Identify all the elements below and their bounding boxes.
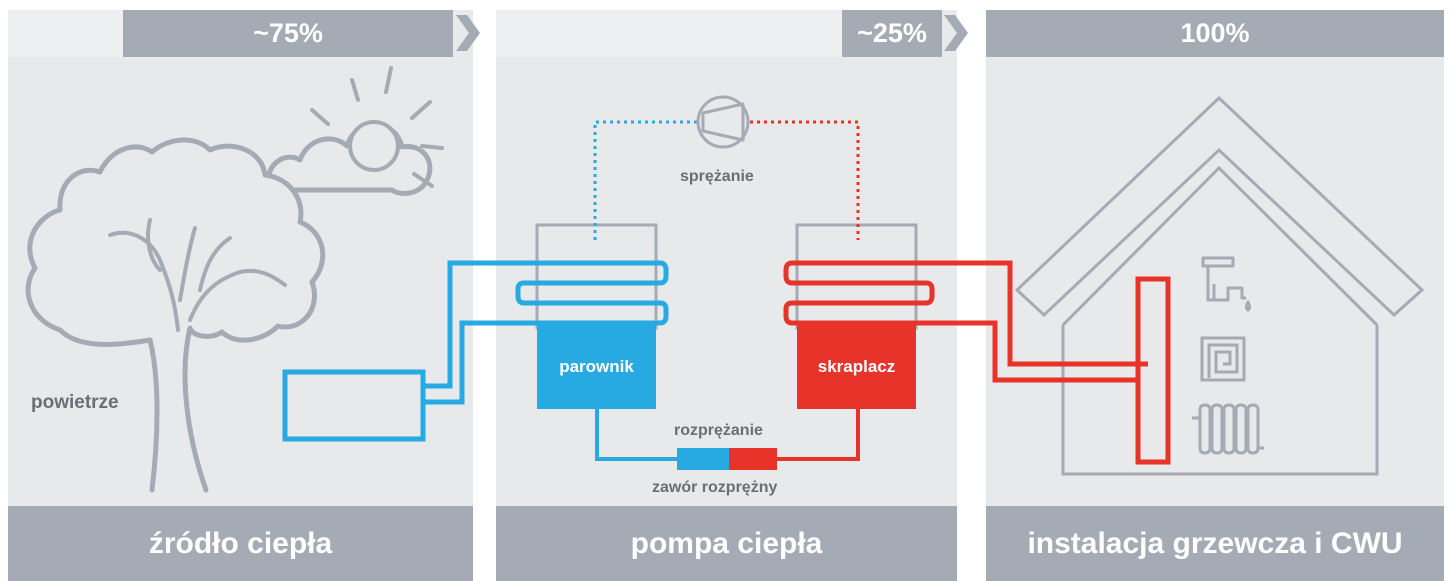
expansion-label: rozprężanie [674,422,763,439]
outdoor-unit-box [282,369,426,442]
house-heating-riser [1135,276,1171,465]
condenser-box [797,325,916,409]
compressor-icon [696,95,750,149]
air-label: powietrze [31,392,119,413]
output-percent: 100% [1180,18,1250,48]
cloud-icon [265,122,433,196]
source-header-bar [123,10,453,57]
expansion-valve-label: zawór rozprężny [652,479,778,496]
chevron-right-icon [456,15,480,51]
compression-label: sprężanie [680,168,754,185]
pump-header-light [496,10,842,57]
source-percent: ~75% [253,18,323,48]
pump-footer: pompa ciepła [496,506,957,581]
installation-header-bar [986,10,1444,57]
evaporator-box [537,325,656,409]
source-footer: źródło ciepła [8,506,473,581]
faucet-icon [1201,256,1251,312]
pump-header-bar [842,10,942,57]
pump-percent: ~25% [857,18,927,48]
source-header-light [8,10,123,57]
sun-icon [310,66,444,188]
floor-heating-icon [1200,336,1246,382]
expansion-valve-icon [677,448,777,470]
radiator-icon [1192,403,1264,455]
installation-footer: instalacja grzewcza i CWU [986,506,1444,581]
condenser-label: skraplacz [817,357,896,376]
evaporator-label: parownik [559,357,634,376]
house-icon [1014,95,1425,476]
chevron-right-icon [944,15,968,51]
